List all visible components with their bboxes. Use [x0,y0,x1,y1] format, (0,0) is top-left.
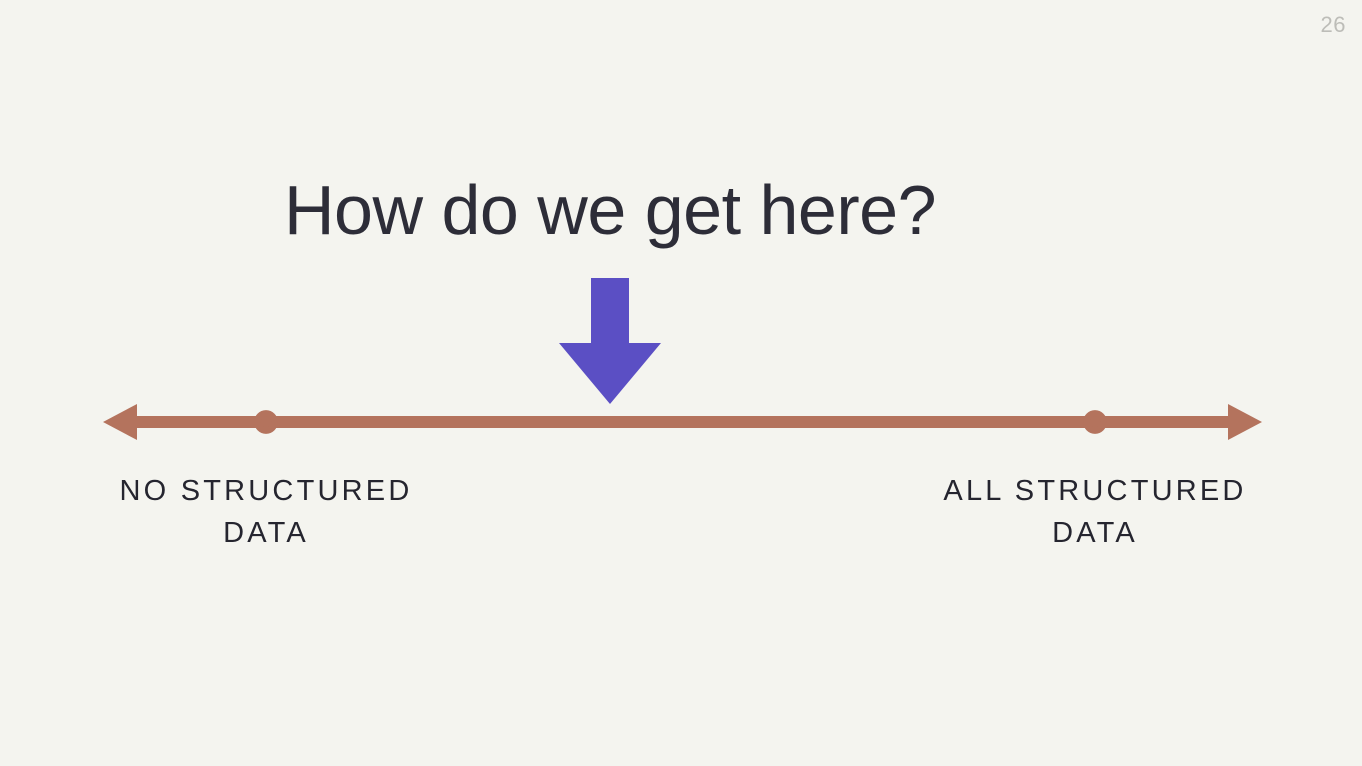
spectrum-graphic [103,404,1262,440]
down-arrow-shape [559,278,661,404]
label-all-structured-data: ALL STRUCTURED DATA [875,470,1315,554]
label-all-structured-data-line1: ALL STRUCTURED [943,475,1247,507]
spectrum-axis [95,396,1270,454]
marker-no-structured-data [254,410,278,434]
label-no-structured-data: NO STRUCTURED DATA [46,470,486,554]
down-arrow-glyph [559,278,661,404]
page-number: 26 [1320,12,1346,37]
spectrum-line [128,416,1238,428]
down-arrow-icon [555,278,667,410]
arrow-right-icon [1228,404,1262,440]
label-no-structured-data-line2: DATA [223,517,309,550]
marker-all-structured-data [1083,410,1107,434]
label-all-structured-data-line2: DATA [1052,517,1138,550]
label-no-structured-data-line1: NO STRUCTURED [119,475,413,507]
arrow-left-icon [103,404,137,440]
page-title: How do we get here? [283,171,937,249]
